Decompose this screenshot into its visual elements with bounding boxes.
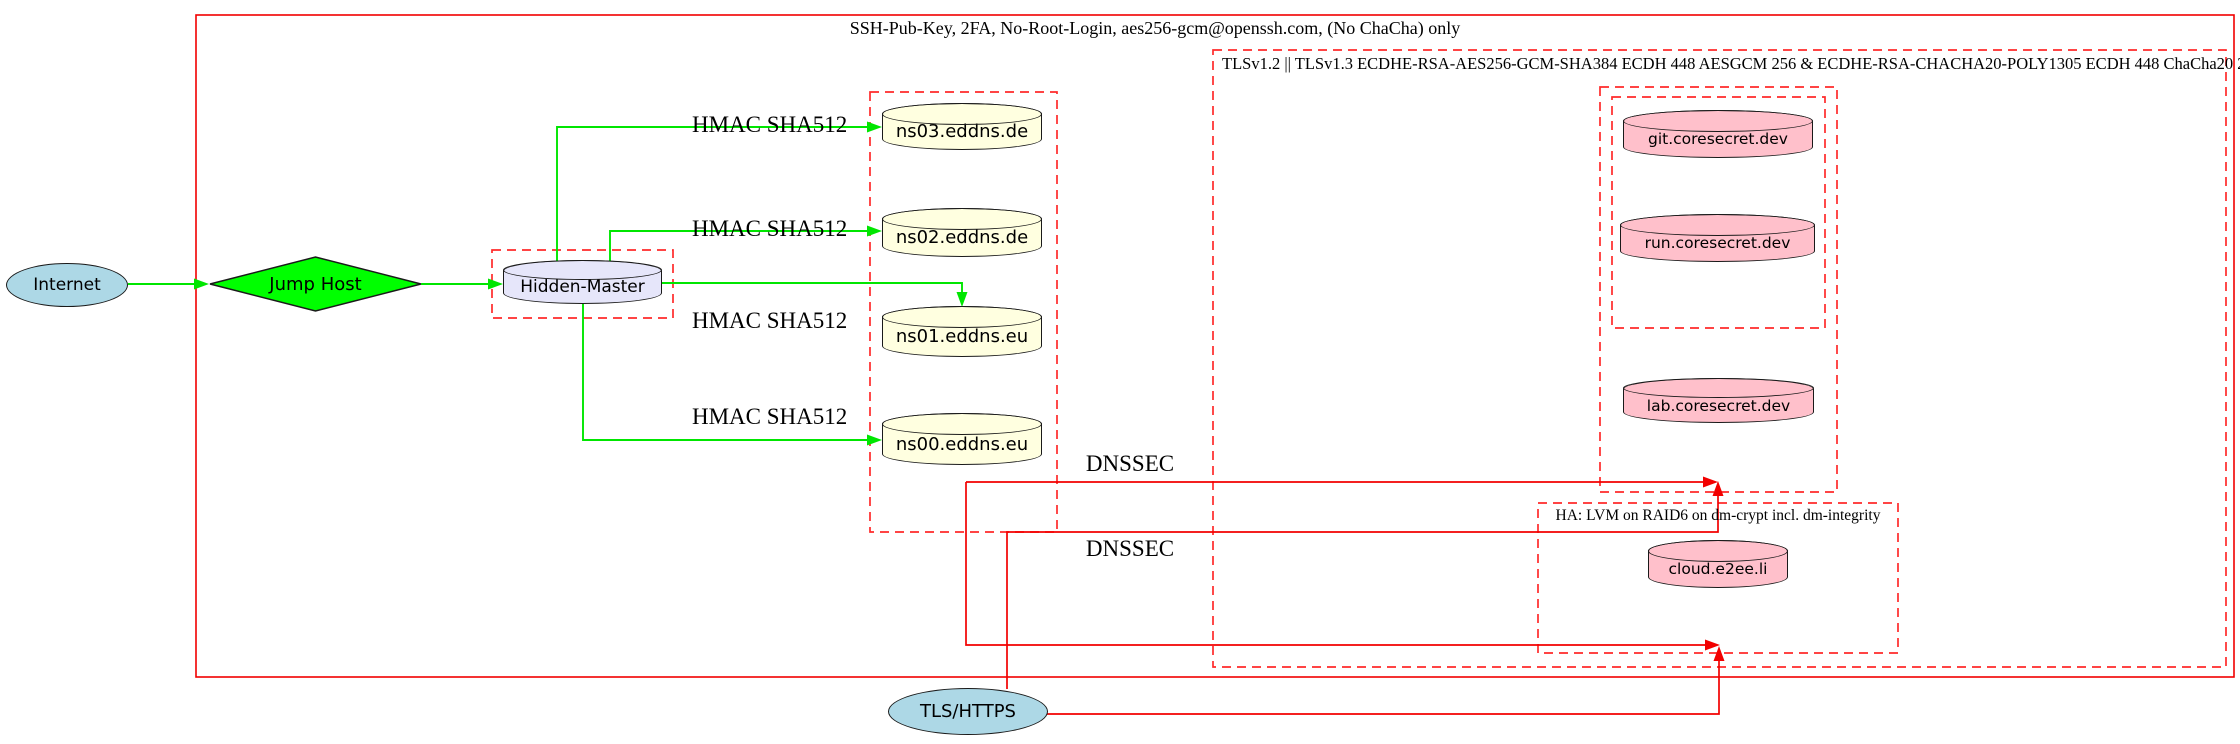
ns02-node: ns02.eddns.de: [881, 207, 1043, 257]
jump-host-node: Jump Host: [210, 257, 421, 311]
lab-coresecret-node: lab.coresecret.dev: [1622, 377, 1815, 423]
git-coresecret-node: git.coresecret.dev: [1622, 109, 1814, 158]
tls-cluster-label: TLSv1.2 || TLSv1.3 ECDHE-RSA-AES256-GCM-…: [1222, 54, 2240, 73]
arrowhead-dnssec-to-coresecret: [1703, 476, 1718, 488]
hmac-label-ns00: HMAC SHA512: [692, 404, 848, 429]
arrowhead-hiddenmaster-to-ns00: [867, 434, 882, 446]
jump-host-label: Jump Host: [269, 273, 362, 295]
ha-cluster-label: HA: LVM on RAID6 on dm-crypt incl. dm-in…: [1555, 507, 1881, 524]
edge-hiddenmaster-to-ns02: [609, 230, 867, 261]
edge-hiddenmaster-to-ns01: [662, 282, 963, 292]
tls-https-node: TLS/HTTPS: [888, 688, 1048, 735]
ssh-cluster-box: [195, 14, 2235, 678]
cloud-e2ee-node: cloud.e2ee.li: [1647, 539, 1789, 588]
ns00-label: ns00.eddns.eu: [895, 433, 1029, 455]
ns02-label: ns02.eddns.de: [895, 227, 1029, 248]
lab-coresecret-label: lab.coresecret.dev: [1646, 396, 1791, 415]
arrowhead-tlshttps-to-ha: [1713, 646, 1725, 661]
git-coresecret-label: git.coresecret.dev: [1648, 130, 1788, 148]
hmac-label-ns02: HMAC SHA512: [692, 216, 848, 241]
run-coresecret-label: run.coresecret.dev: [1644, 234, 1791, 252]
arrowhead-jumphost-to-hiddenmaster: [488, 278, 503, 290]
ns03-node: ns03.eddns.de: [881, 102, 1043, 150]
edge-tlshttps-to-ha: [1047, 661, 1720, 715]
arrowhead-hiddenmaster-to-ns03: [867, 121, 882, 133]
hidden-master-node: Hidden-Master: [502, 259, 663, 304]
arrowhead-dnssec-to-ha: [1705, 639, 1720, 651]
ssh-cluster-label: SSH-Pub-Key, 2FA, No-Root-Login, aes256-…: [849, 18, 1461, 38]
arrowhead-hiddenmaster-to-ns02: [867, 225, 882, 237]
run-coresecret-node: run.coresecret.dev: [1619, 213, 1816, 262]
arrowhead-tlshttps-to-coresecret: [1712, 481, 1724, 496]
hidden-master-label: Hidden-Master: [520, 277, 645, 297]
internet-label: Internet: [33, 275, 101, 295]
edge-dnssec-to-ha: [965, 482, 1705, 646]
ns00-node: ns00.eddns.eu: [881, 412, 1043, 465]
ns03-label: ns03.eddns.de: [895, 121, 1029, 142]
nameserver-cluster-box: [869, 91, 1058, 533]
ns01-label: ns01.eddns.eu: [895, 326, 1029, 347]
coresecret-outer-cluster-box: [1599, 86, 1838, 493]
dnssec-label-2: DNSSEC: [1085, 536, 1175, 561]
internet-node: Internet: [6, 263, 128, 307]
hidden-master-cluster-box: [491, 249, 674, 319]
coresecret-inner-cluster-box: [1611, 96, 1826, 329]
hmac-label-ns01: HMAC SHA512: [692, 308, 848, 333]
ns01-node: ns01.eddns.eu: [881, 305, 1043, 357]
tls-https-label: TLS/HTTPS: [919, 701, 1016, 722]
edge-hiddenmaster-to-ns00: [582, 304, 867, 441]
dnssec-label-1: DNSSEC: [1085, 451, 1175, 476]
cloud-e2ee-label: cloud.e2ee.li: [1668, 560, 1768, 578]
edge-hiddenmaster-to-ns03: [556, 126, 867, 261]
edge-tlshttps-to-coresecret: [1006, 496, 1719, 689]
arrowhead-hiddenmaster-to-ns01: [956, 292, 968, 307]
hmac-label-ns03: HMAC SHA512: [692, 112, 848, 137]
arrowhead-internet-to-jumphost: [194, 278, 209, 290]
